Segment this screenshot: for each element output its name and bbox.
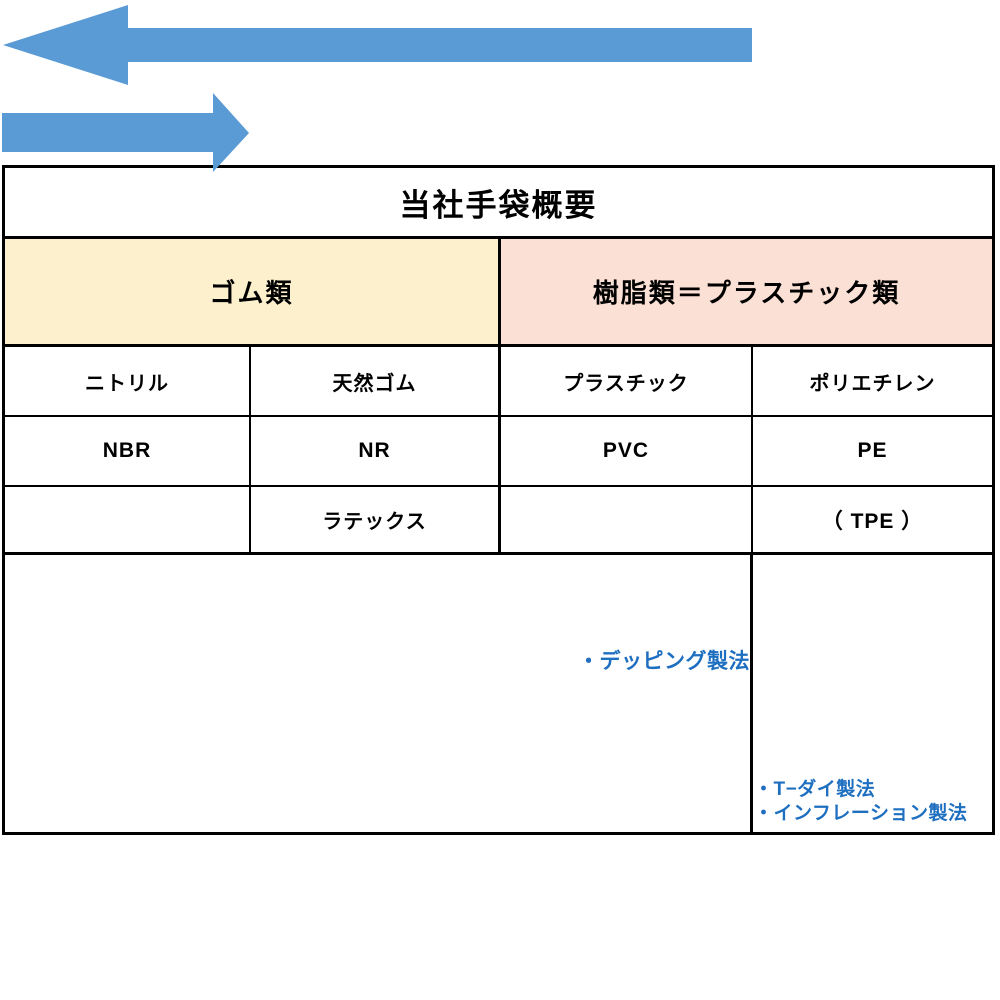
table-cell-extra-3: （ TPE ） (753, 487, 992, 555)
page-title: 当社手袋概要 (5, 168, 992, 239)
glove-overview-table: 当社手袋概要 ゴム類 樹脂類＝プラスチック類 ニトリル 天然ゴム プラスチック … (2, 165, 995, 835)
extrusion-process-arrow (0, 90, 252, 176)
table-cell-material-2: プラスチック (501, 347, 753, 417)
table-cell-abbr-3: PE (753, 417, 992, 487)
table-cell-extra-2 (501, 487, 753, 555)
dipping-process-label: ・デッピング製法 (578, 650, 750, 673)
category-header-resin: 樹脂類＝プラスチック類 (501, 239, 992, 347)
dipping-process-arrow (0, 0, 755, 90)
t-die-process-label: ・T−ダイ製法 (754, 779, 876, 800)
table-cell-extra-0 (5, 487, 251, 555)
inflation-process-label: ・インフレーション製法 (754, 803, 968, 824)
table-cell-material-3: ポリエチレン (753, 347, 992, 417)
table-cell-abbr-1: NR (251, 417, 501, 487)
process-area-rubber (5, 555, 753, 832)
left-arrow-shape (3, 5, 752, 85)
table-cell-abbr-2: PVC (501, 417, 753, 487)
extrusion-process-labels: ・T−ダイ製法 ・インフレーション製法 (754, 778, 968, 826)
table-cell-material-0: ニトリル (5, 347, 251, 417)
category-header-rubber: ゴム類 (5, 239, 501, 347)
table-cell-material-1: 天然ゴム (251, 347, 501, 417)
table-cell-extra-1: ラテックス (251, 487, 501, 555)
right-arrow-shape (2, 93, 249, 172)
table-cell-abbr-0: NBR (5, 417, 251, 487)
